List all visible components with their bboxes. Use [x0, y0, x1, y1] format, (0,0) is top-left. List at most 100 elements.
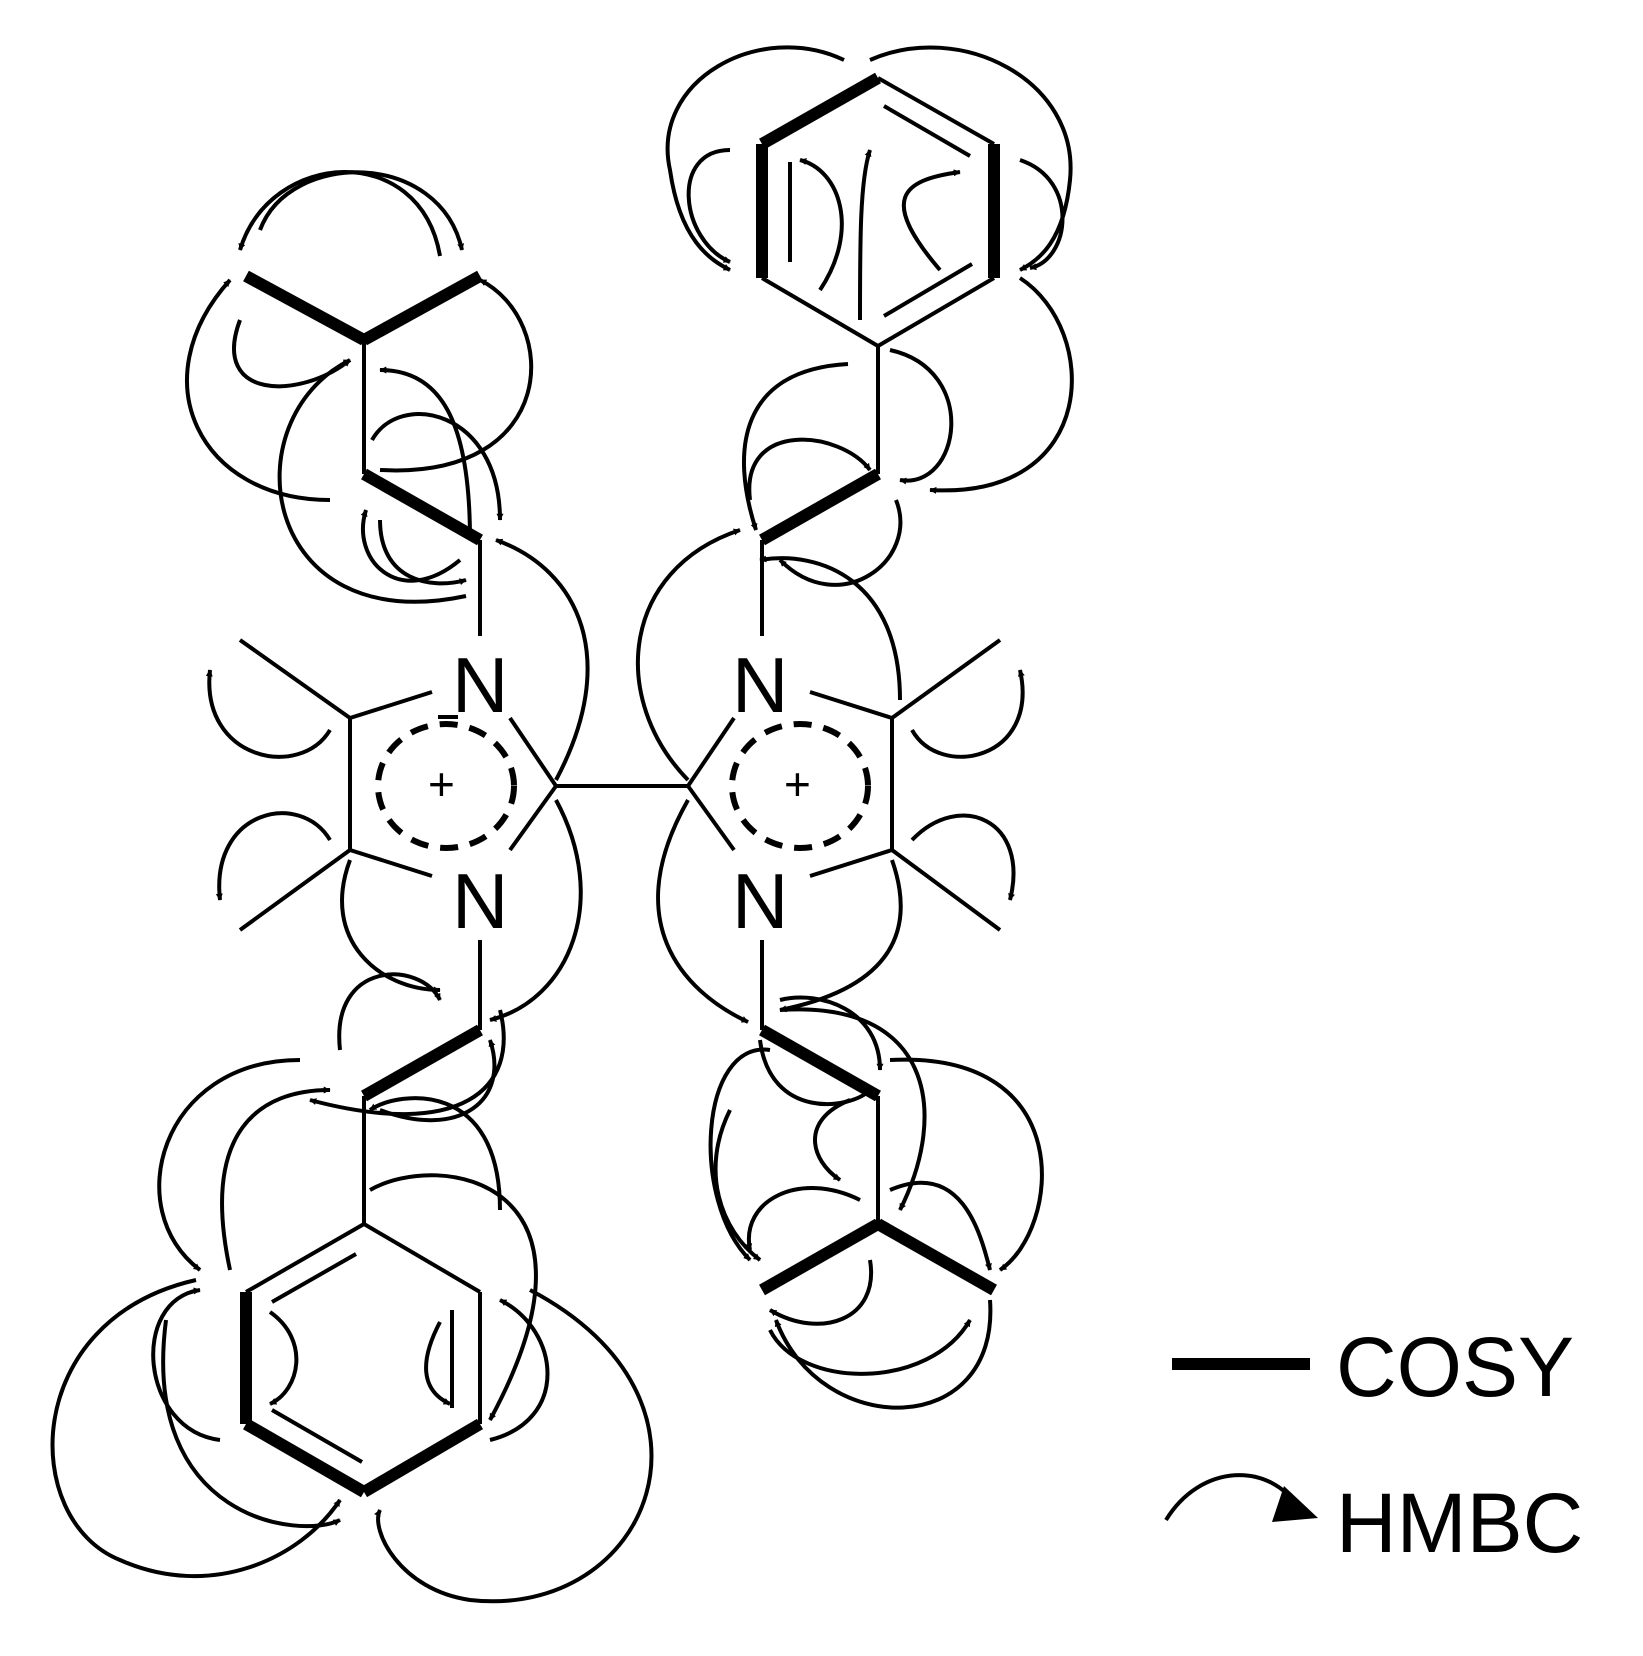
legend-cosy-label: COSY [1336, 1320, 1574, 1414]
hmbc-arrow [758, 1039, 872, 1106]
bond [686, 784, 736, 852]
hmbc-arrow [232, 319, 352, 389]
left-imidazolium-ring: + N N [238, 638, 558, 945]
hmbc-arrow [889, 348, 954, 485]
bond [508, 716, 558, 788]
hmbc-arrow [929, 276, 1074, 494]
hmbc-arrow [799, 158, 844, 292]
bond [890, 638, 1002, 720]
hmbc-arrow [340, 859, 441, 994]
bottom-left-phenyl-chain [240, 940, 484, 1498]
aromatic-bond [882, 104, 972, 158]
bond [362, 1222, 482, 1294]
hmbc-arrow [779, 1007, 927, 1211]
hmbc-arrow [636, 528, 741, 782]
hmbc-arrow [901, 169, 961, 272]
aromatic-bond [270, 1408, 364, 1464]
hmbc-arrows [50, 45, 1074, 1604]
hmbc-arrow [337, 972, 442, 1051]
hmbc-arrow [370, 412, 504, 521]
bond [809, 690, 893, 720]
nitrogen-atom: N [732, 857, 788, 945]
hmbc-arrow [708, 1047, 771, 1262]
hmbc-arrow [768, 1259, 874, 1326]
hmbc-arrow [151, 1287, 221, 1442]
hmbc-arrow [779, 995, 884, 1071]
hmbc-arrow [889, 1057, 1044, 1272]
cosy-bond [759, 1218, 881, 1296]
hmbc-arrow [309, 1009, 506, 1116]
hmbc-arrow [215, 811, 332, 901]
hmbc-arrow [713, 1109, 762, 1262]
nitrogen-atom: N [452, 857, 508, 945]
cosy-bond [243, 1418, 367, 1498]
bond [809, 848, 893, 878]
hmbc-arrow [374, 1288, 654, 1604]
hmbc-arrow [378, 519, 467, 586]
legend-hmbc-label: HMBC [1336, 1476, 1583, 1570]
bond [238, 638, 352, 720]
hmbc-arrow [161, 1319, 341, 1529]
cosy-bond [243, 270, 367, 346]
hmbc-arrow [889, 1180, 992, 1271]
hmbc-arrow [50, 1278, 342, 1579]
hmbc-arrow [220, 1086, 331, 1271]
positive-charge: + [428, 758, 455, 810]
hmbc-arrow [205, 669, 332, 759]
cosy-bond [759, 72, 881, 150]
bottom-right-alkyl-chain [759, 940, 997, 1296]
cosy-bond [759, 1024, 881, 1102]
hmbc-arrow [910, 669, 1025, 759]
cosy-bond [360, 1418, 484, 1498]
hmbc-arrow [268, 1310, 299, 1406]
bond [508, 784, 558, 852]
positive-charge: + [784, 758, 811, 810]
aromatic-charge-ring [375, 721, 517, 851]
hmbc-arrow [747, 437, 872, 501]
hmbc-arrow [858, 149, 872, 321]
bond [349, 848, 433, 878]
hmbc-arrow [368, 1096, 502, 1211]
aromatic-bond [882, 262, 974, 318]
hmbc-arrow [665, 45, 845, 272]
bond [876, 276, 996, 348]
aromatic-bond [271, 1252, 357, 1304]
cosy-bond [759, 468, 881, 546]
right-imidazolium-ring: + N N [686, 638, 1002, 945]
hmbc-arrow [277, 358, 467, 604]
hmbc-arrow [656, 799, 749, 1024]
nitrogen-atom: N [732, 641, 788, 729]
bond [349, 690, 433, 720]
cosy-bond [875, 1218, 997, 1296]
hmbc-arrow [869, 45, 1073, 272]
hmbc-arrow [424, 1321, 451, 1406]
legend-arrowhead [1272, 1486, 1318, 1522]
bond [238, 848, 352, 932]
nitrogen-atom: N [452, 641, 508, 729]
hmbc-arrow [379, 1039, 497, 1123]
hmbc-arrow [379, 278, 534, 473]
bond [686, 716, 736, 788]
hmbc-arrow [489, 799, 583, 1022]
bond [245, 1222, 365, 1294]
hmbc-arrow [495, 538, 590, 781]
hmbc-arrow [369, 1173, 538, 1421]
hmbc-arrow [1019, 158, 1065, 271]
top-right-phenyl-chain [756, 72, 1000, 636]
cosy-bond [361, 270, 483, 346]
bond [890, 848, 1002, 932]
top-left-alkyl-chain [243, 270, 483, 636]
hmbc-arrow [745, 1186, 861, 1251]
hmbc-arrow [489, 1298, 550, 1442]
hmbc-arrow [258, 170, 465, 251]
hmbc-arrow [759, 555, 902, 701]
hmbc-arrow [779, 859, 903, 1013]
hmbc-arrow [768, 1319, 972, 1376]
hmbc-arrow [910, 813, 1016, 901]
aromatic-charge-ring [729, 721, 871, 851]
bond [877, 76, 995, 146]
hmbc-arrow [778, 499, 903, 587]
hmbc-arrow [813, 1098, 851, 1182]
hmbc-arrow [157, 1058, 301, 1272]
